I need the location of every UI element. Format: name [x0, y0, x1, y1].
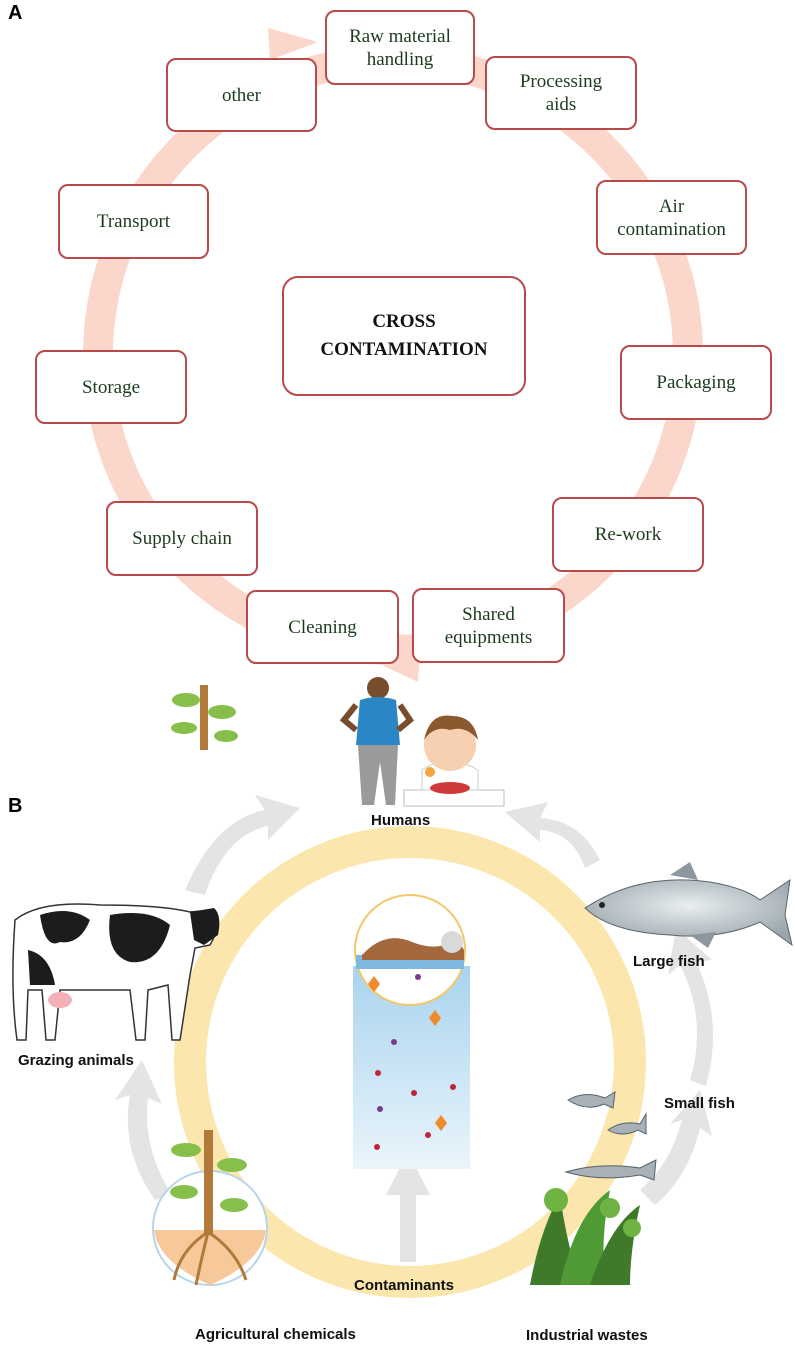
- contaminant-particles: [368, 974, 456, 1150]
- box-packaging: Packaging: [620, 345, 772, 420]
- panel-letter-a: A: [8, 2, 23, 24]
- label-grazing-animals: Grazing animals: [18, 1052, 134, 1069]
- plant-small-icon: [171, 685, 238, 750]
- water-tank: [353, 894, 470, 1169]
- arrow-agri-grazing: [115, 1060, 172, 1200]
- cycle-ring-b: [174, 826, 646, 1298]
- label-humans: Humans: [371, 812, 431, 829]
- box-supply-chain: Supply chain: [106, 501, 258, 576]
- aquatic-plants-icon: [530, 1188, 641, 1285]
- arrow-fish-humans: [505, 802, 600, 868]
- large-fish-icon: [584, 862, 793, 948]
- box-storage: Storage: [35, 350, 187, 424]
- center-cross-contamination: CROSS CONTAMINATION: [282, 276, 526, 396]
- cow-icon: [12, 903, 220, 1041]
- box-raw-material-handling: Raw material handling: [325, 10, 475, 85]
- box-shared-equipments: Shared equipments: [412, 588, 565, 663]
- label-industrial-wastes: Industrial wastes: [526, 1327, 648, 1344]
- cycle-arrow-bottom: [380, 650, 420, 682]
- panel-letter-b: B: [8, 795, 23, 817]
- arrow-small-large-fish: [668, 928, 714, 1086]
- child-icon: [403, 715, 505, 807]
- box-other: other: [166, 58, 317, 132]
- label-small-fish: Small fish: [664, 1095, 735, 1112]
- cycle-arrow-top: [268, 28, 318, 60]
- label-agricultural-chemicals: Agricultural chemicals: [195, 1326, 356, 1343]
- label-large-fish: Large fish: [633, 953, 705, 970]
- humans-illustration: [339, 677, 505, 807]
- box-air-contamination: Air contamination: [596, 180, 747, 255]
- box-processing-aids: Processing aids: [485, 56, 637, 130]
- box-cleaning: Cleaning: [246, 590, 399, 664]
- arrow-grazing-humans: [185, 795, 300, 895]
- swimmer-icon: [362, 938, 464, 960]
- plant-rooted-icon: [152, 1130, 268, 1286]
- label-contaminants: Contaminants: [354, 1277, 455, 1294]
- man-icon: [339, 677, 414, 805]
- box-transport: Transport: [58, 184, 209, 259]
- arrow-industrial-smallfish: [640, 1090, 712, 1205]
- small-fish-icons: [564, 1091, 657, 1181]
- arrow-contaminants: [386, 1152, 430, 1262]
- food-chain-arrows: [115, 795, 714, 1262]
- box-re-work: Re-work: [552, 497, 704, 572]
